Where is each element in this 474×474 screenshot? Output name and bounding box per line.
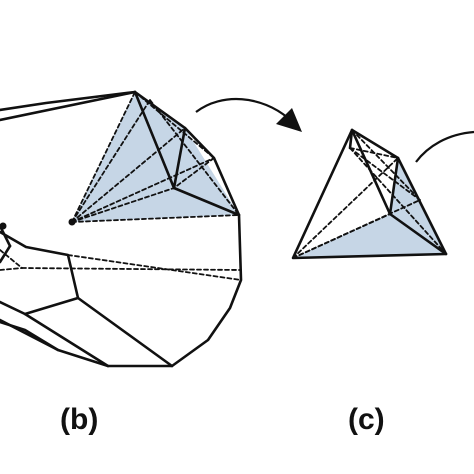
dashed-b-13 [0, 267, 23, 271]
shaded-face-c-1 [293, 214, 446, 258]
shaded-face-b-1 [72, 92, 174, 222]
edge-c-2 [388, 156, 400, 216]
dashed-b-1 [71, 91, 136, 223]
edge-c-4 [348, 128, 354, 150]
edge-b-3 [172, 126, 187, 190]
inner-edge-b [0, 230, 80, 316]
shaded-face-b-2 [135, 92, 239, 215]
polyhedron-c [291, 128, 448, 260]
dashed-b-4 [71, 157, 215, 223]
edge-b-7 [0, 318, 60, 352]
edge-b-6 [23, 312, 110, 368]
hidden-edges-c [292, 129, 447, 259]
dashed-c-6 [349, 147, 447, 255]
dashed-b-7 [134, 91, 215, 159]
dashed-c-3 [292, 213, 391, 259]
dashed-c-4 [349, 147, 421, 201]
edge-b-4 [172, 186, 241, 217]
edge-b-2 [133, 90, 176, 190]
arrow-b-to-c [195, 97, 302, 132]
edge-b-1 [0, 90, 137, 122]
arrow-curve-1 [195, 97, 289, 119]
shaded-face-c-2 [390, 158, 446, 254]
dashed-b-9 [173, 157, 215, 189]
edge-c-3 [388, 212, 448, 256]
shaded-face-b-3 [72, 188, 239, 222]
vertex-b-left [0, 222, 7, 230]
dashed-b-8 [149, 99, 240, 216]
arrow-head-1 [276, 108, 302, 132]
dashed-b-3 [71, 127, 186, 223]
dashed-c-7 [351, 129, 421, 201]
panel-label-c: (c) [348, 403, 385, 436]
polyhedron-b [0, 90, 243, 368]
hidden-edges-b [0, 91, 242, 281]
arrow-curve-2 [415, 130, 474, 163]
dashed-b-11 [21, 267, 242, 271]
edge-b-8 [0, 224, 12, 248]
dashed-b-12 [0, 249, 23, 269]
dashed-b-2 [71, 99, 151, 223]
dashed-b-6 [71, 214, 240, 223]
edge-b-5 [76, 296, 174, 368]
panel-label-b: (b) [60, 403, 99, 436]
dashed-c-1 [292, 157, 399, 259]
dashed-b-5 [71, 187, 175, 223]
dashed-b-10 [67, 254, 242, 281]
